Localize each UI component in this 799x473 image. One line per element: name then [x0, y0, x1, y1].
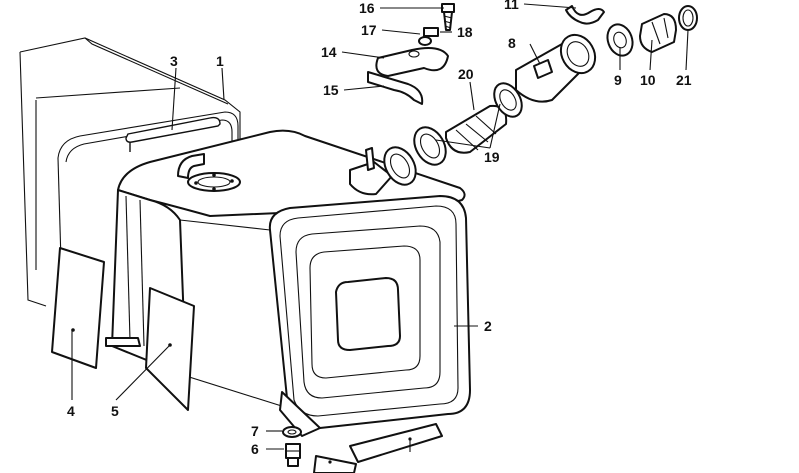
- hose-clamp-lower: [383, 146, 417, 186]
- callout-9: 9: [614, 72, 622, 88]
- felt-strip-long: [349, 423, 443, 463]
- upper-bracket: [375, 47, 449, 77]
- hose-clamp-upper: [493, 82, 523, 118]
- callout-2: 2: [484, 318, 492, 334]
- callout-5: 5: [111, 403, 119, 419]
- hose-clamp-mid: [413, 126, 447, 166]
- lower-bracket: [367, 71, 424, 105]
- cap-gasket: [678, 5, 698, 31]
- callout-17: 17: [361, 22, 377, 38]
- callout-3: 3: [170, 53, 178, 69]
- nut: [423, 27, 439, 37]
- callout-11: 11: [504, 0, 519, 12]
- callout-10: 10: [640, 72, 656, 88]
- callout-21: 21: [676, 72, 692, 88]
- callout-16: 16: [359, 0, 375, 16]
- fuel-cap: [639, 13, 677, 53]
- callout-labels: 1 3 2 4 5 7 6 8 9 10 21 11 14 15 16 17 1…: [67, 0, 692, 457]
- callout-20: 20: [458, 66, 474, 82]
- seal-ring: [606, 23, 634, 57]
- callout-14: 14: [321, 44, 337, 60]
- callout-18: 18: [457, 24, 473, 40]
- rubber-pad-left: [51, 247, 105, 369]
- callout-15: 15: [323, 82, 339, 98]
- lock-washer: [418, 36, 432, 46]
- leader-lines: [71, 3, 689, 452]
- filler-neck: [515, 33, 597, 103]
- callout-7: 7: [251, 423, 259, 439]
- bolt: [441, 3, 455, 31]
- callout-1: 1: [216, 53, 224, 69]
- drain-plug: [285, 443, 301, 467]
- callout-6: 6: [251, 441, 259, 457]
- callout-4: 4: [67, 403, 75, 419]
- rubber-pad-right: [145, 287, 195, 411]
- callout-19: 19: [484, 149, 500, 165]
- felt-strip-short: [313, 455, 357, 473]
- breather-tube: [125, 116, 221, 152]
- callout-8: 8: [508, 35, 516, 51]
- main-fuel-tank: [105, 129, 471, 437]
- washer: [282, 426, 302, 438]
- retaining-clip: [565, 5, 605, 25]
